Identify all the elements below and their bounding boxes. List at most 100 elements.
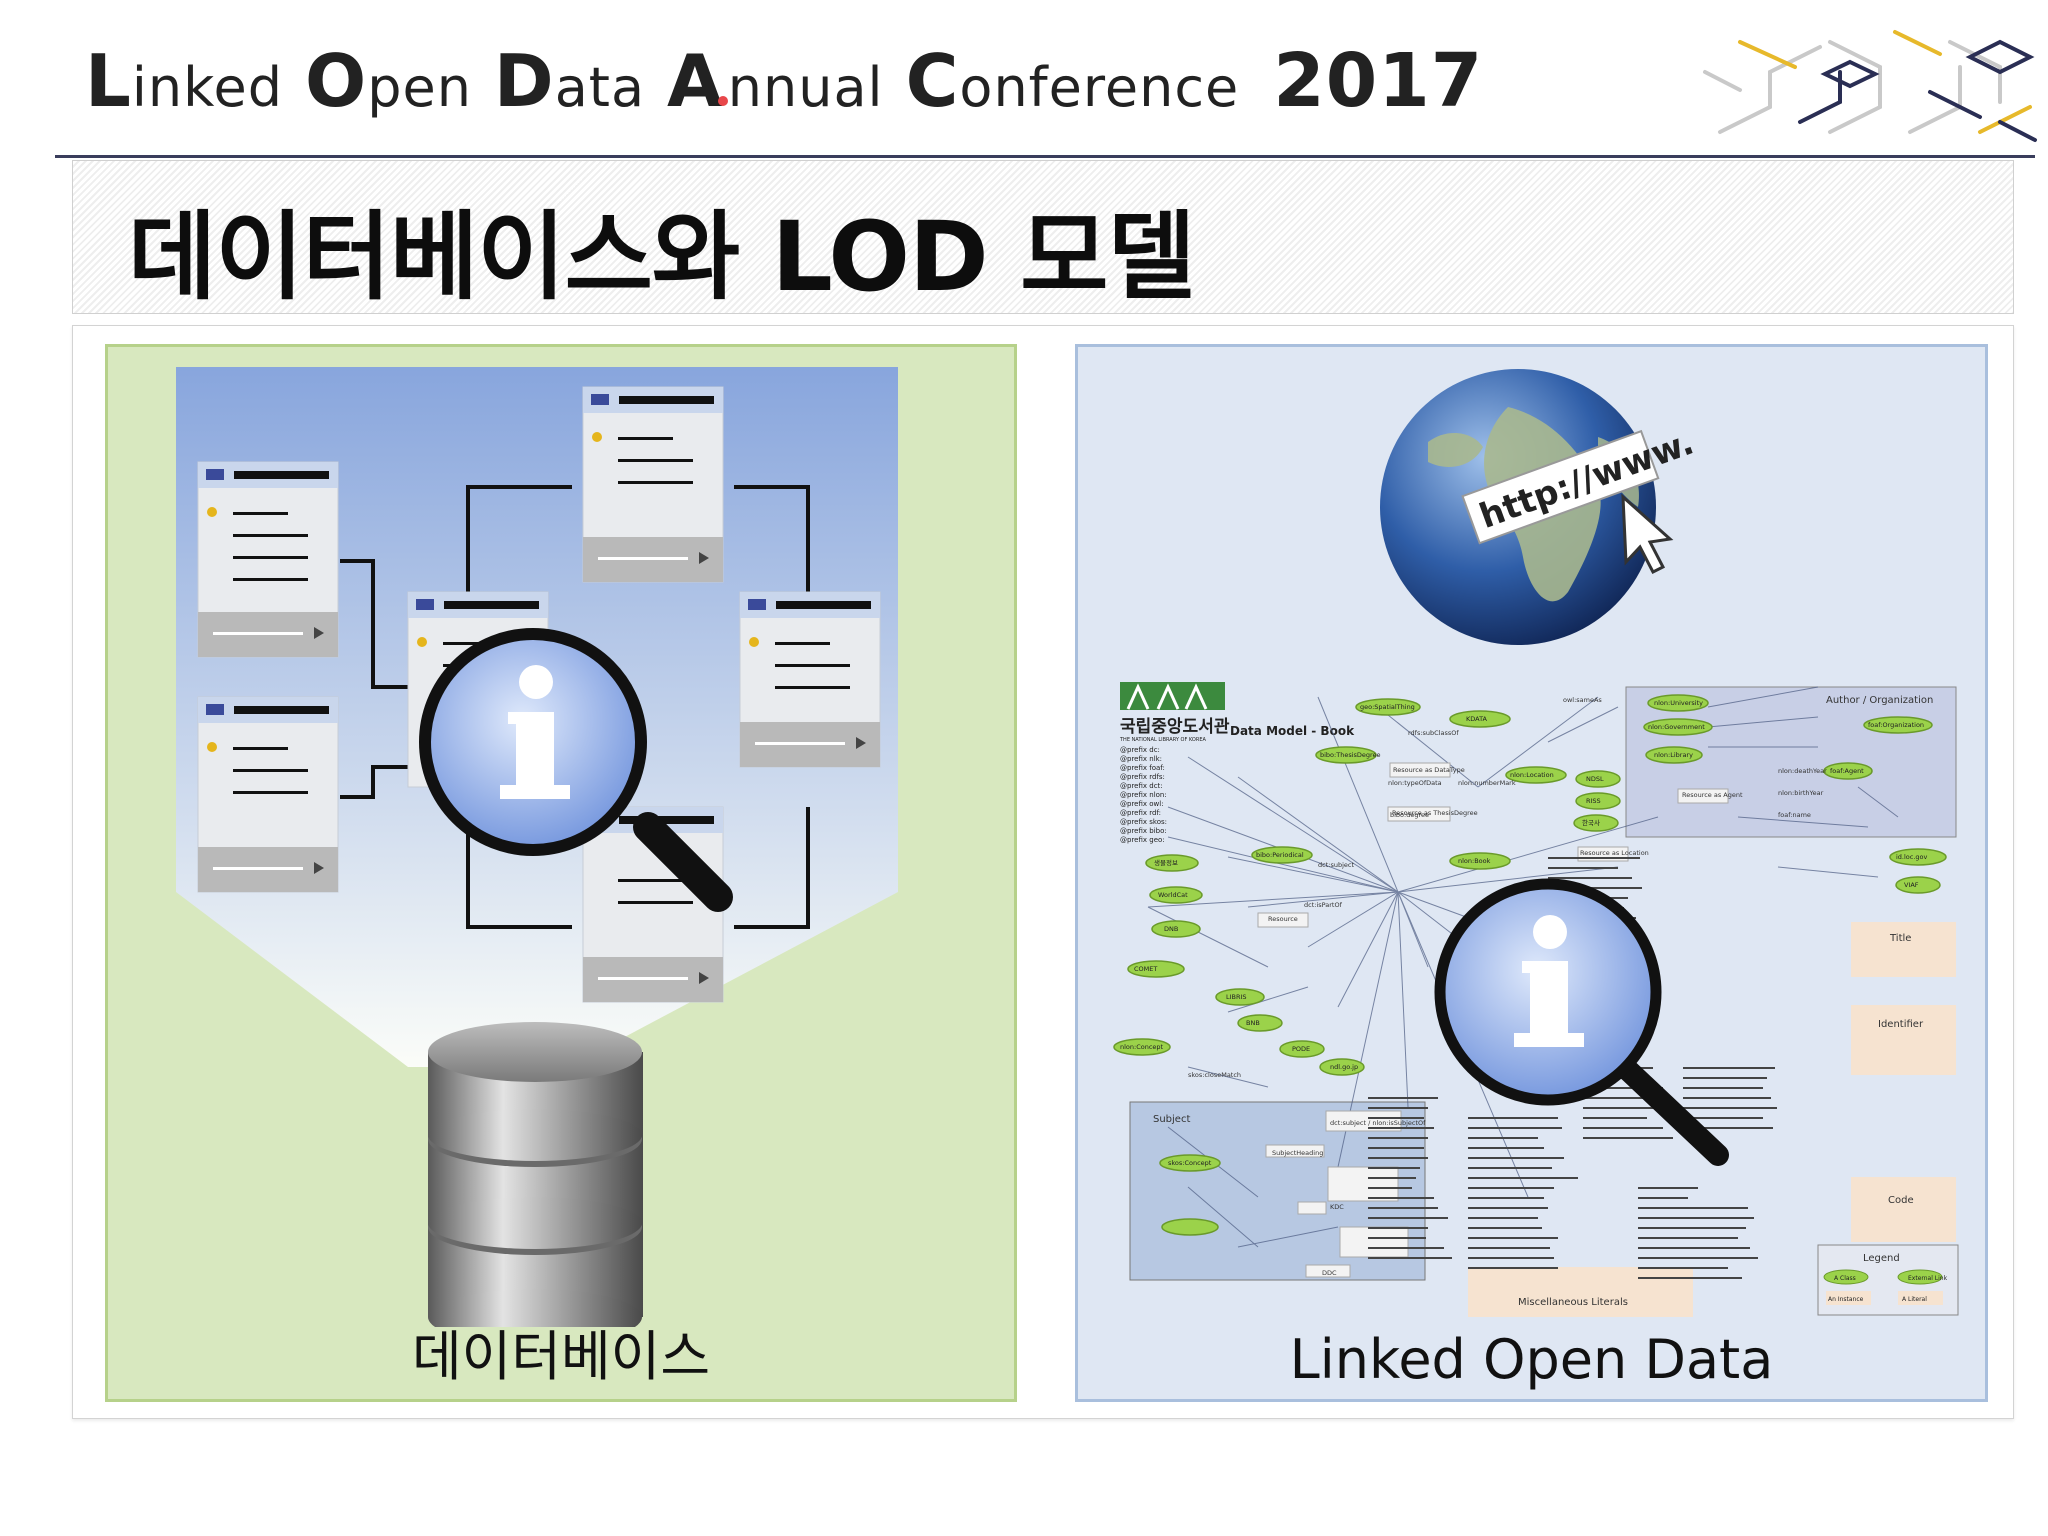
conference-title-word: Linked [85, 39, 283, 123]
prefix-item: @prefix dc: [1120, 746, 1160, 754]
author-box: Author / Organization [1625, 686, 1957, 838]
svg-text:Legend: Legend [1863, 1253, 1900, 1264]
graph-node: nlon:Location [1510, 771, 1554, 779]
graph-edge-label: rdfs:subClassOf [1408, 729, 1459, 737]
lod-panel: http://www. 국립중앙도서관 THE NATIONAL LIBRARY… [1075, 344, 1988, 1402]
identifier-box: Identifier [1851, 1005, 1956, 1075]
model-title: Data Model - Book [1230, 724, 1355, 738]
graph-node: COMET [1134, 965, 1157, 973]
prefix-item: @prefix dct: [1120, 782, 1163, 790]
legend-item: A Literal [1902, 1296, 1927, 1303]
graph-edge-label: bibo:degree [1390, 811, 1429, 819]
graph-node: nlon:Library [1654, 751, 1693, 759]
graph-node: skos:Concept [1168, 1159, 1212, 1167]
database-illustration [176, 367, 898, 1327]
prefix-item: @prefix foaf: [1120, 764, 1165, 772]
prefix-list: @prefix dc:@prefix nlk:@prefix foaf:@pre… [1120, 746, 1167, 844]
conference-year: 2017 [1273, 38, 1484, 124]
conference-title-word: Data [493, 39, 646, 123]
graph-edge-label: nlon:numberMark [1458, 779, 1516, 787]
graph-node: bibo:ThesisDegree [1320, 751, 1381, 759]
prefix-item: @prefix geo: [1120, 836, 1165, 844]
graph-edge-label: Resource [1268, 915, 1298, 923]
prefix-item: @prefix bibo: [1120, 827, 1167, 835]
graph-node: WorldCat [1158, 891, 1188, 899]
graph-node: PODE [1292, 1045, 1310, 1053]
conference-title-word: Annual [667, 39, 884, 123]
lod-caption: Linked Open Data [1289, 1328, 1774, 1391]
graph-edge-label: Resource as ThesisDegree [1392, 809, 1478, 817]
prefix-item: @prefix nlon: [1120, 791, 1167, 799]
logo-org-english: THE NATIONAL LIBRARY OF KOREA [1119, 737, 1206, 743]
svg-text:Identifier: Identifier [1878, 1019, 1924, 1030]
title-box: Title [1851, 922, 1956, 977]
svg-text:Subject: Subject [1153, 1114, 1190, 1125]
conference-title-word: Conference [905, 39, 1240, 123]
logo-org-name: 국립중앙도서관 [1120, 717, 1230, 737]
header-rule [55, 155, 2035, 158]
database-caption: 데이터베이스 [411, 1325, 711, 1388]
table-a [197, 461, 339, 658]
graph-node: LIBRIS [1226, 993, 1247, 1001]
slide-title: 데이터베이스와 LOD 모델 [128, 201, 1196, 313]
graph-edge-label: owl:sameAs [1563, 696, 1602, 704]
prefix-item: @prefix nlk: [1120, 755, 1162, 763]
svg-text:Title: Title [1889, 933, 1911, 944]
graph-node: geo:SpatialThing [1360, 703, 1415, 711]
library-logo: 국립중앙도서관 THE NATIONAL LIBRARY OF KOREA Da… [1119, 682, 1355, 743]
content-frame: 데이터베이스 [72, 325, 2014, 1419]
database-panel: 데이터베이스 [105, 344, 1017, 1402]
graph-node: DNB [1164, 925, 1178, 933]
table-e [739, 591, 881, 768]
info-magnifier-icon [419, 628, 733, 912]
graph-node: nlon:Concept [1120, 1043, 1164, 1051]
graph-node: KDATA [1466, 715, 1488, 723]
graph-node: ndl.go.jp [1330, 1063, 1358, 1071]
prefix-item: @prefix rdf: [1120, 809, 1161, 817]
database-cylinder-icon [428, 1022, 643, 1327]
graph-node: nlon:Government [1648, 723, 1705, 731]
graph-edge-label: nlon:birthYear [1778, 789, 1824, 797]
legend-box: Legend A Class External Link An Instance A … [1817, 1244, 1959, 1316]
prefix-item: @prefix rdfs: [1120, 773, 1165, 781]
svg-text:Code: Code [1888, 1195, 1914, 1206]
graph-node: 한국사 [1582, 818, 1600, 827]
info-magnifier-icon [1434, 878, 1729, 1166]
graph-edge-label: dct:subject [1318, 861, 1354, 869]
graph-node: 생물정보 [1154, 858, 1178, 867]
graph-edge-label: Resource as Location [1580, 849, 1649, 857]
graph-edge-label: nlon:deathYear [1778, 767, 1827, 775]
header-decoration [1703, 30, 2037, 142]
svg-text:Miscellaneous Literals: Miscellaneous Literals [1518, 1297, 1628, 1308]
svg-text:Author / Organization: Author / Organization [1826, 695, 1933, 706]
graph-node: foaf:Agent [1830, 767, 1864, 775]
legend-item: A Class [1834, 1275, 1856, 1282]
graph-node: nlon:Book [1458, 857, 1491, 865]
graph-node: foaf:Organization [1868, 721, 1924, 729]
prefix-item: @prefix skos: [1120, 818, 1167, 826]
slide-title-band: 데이터베이스와 LOD 모델 [72, 160, 2014, 314]
table-c [582, 386, 724, 583]
graph-node: bibo:Periodical [1256, 851, 1304, 859]
globe-icon: http://www. [1380, 369, 1699, 645]
legend-item: An Instance [1828, 1296, 1864, 1303]
graph-edge-label: dct:subject / nlon:isSubjectOf [1330, 1119, 1426, 1127]
graph-node: NDSL [1586, 775, 1604, 783]
graph-node: BNB [1246, 1019, 1260, 1027]
graph-node: VIAF [1904, 881, 1919, 889]
graph-node: id.loc.gov [1896, 853, 1928, 861]
graph-edge-label: Resource as DataType [1393, 766, 1465, 774]
graph-edge-label: SubjectHeading [1272, 1149, 1323, 1157]
graph-edge-label: KDC [1330, 1203, 1344, 1211]
graph-node: RISS [1586, 797, 1601, 805]
graph-edge-label: Resource as Agent [1682, 791, 1743, 799]
graph-edge-label: skos:closeMatch [1188, 1071, 1241, 1079]
graph-edge-label: dct:isPartOf [1304, 901, 1343, 909]
prefix-item: @prefix owl: [1120, 800, 1164, 808]
graph-node: nlon:University [1654, 699, 1703, 707]
code-box: Code [1851, 1177, 1956, 1242]
graph-edge-label: foaf:name [1778, 811, 1811, 819]
legend-item: External Link [1908, 1275, 1948, 1282]
lod-illustration: http://www. 국립중앙도서관 THE NATIONAL LIBRARY… [1113, 369, 1959, 1317]
